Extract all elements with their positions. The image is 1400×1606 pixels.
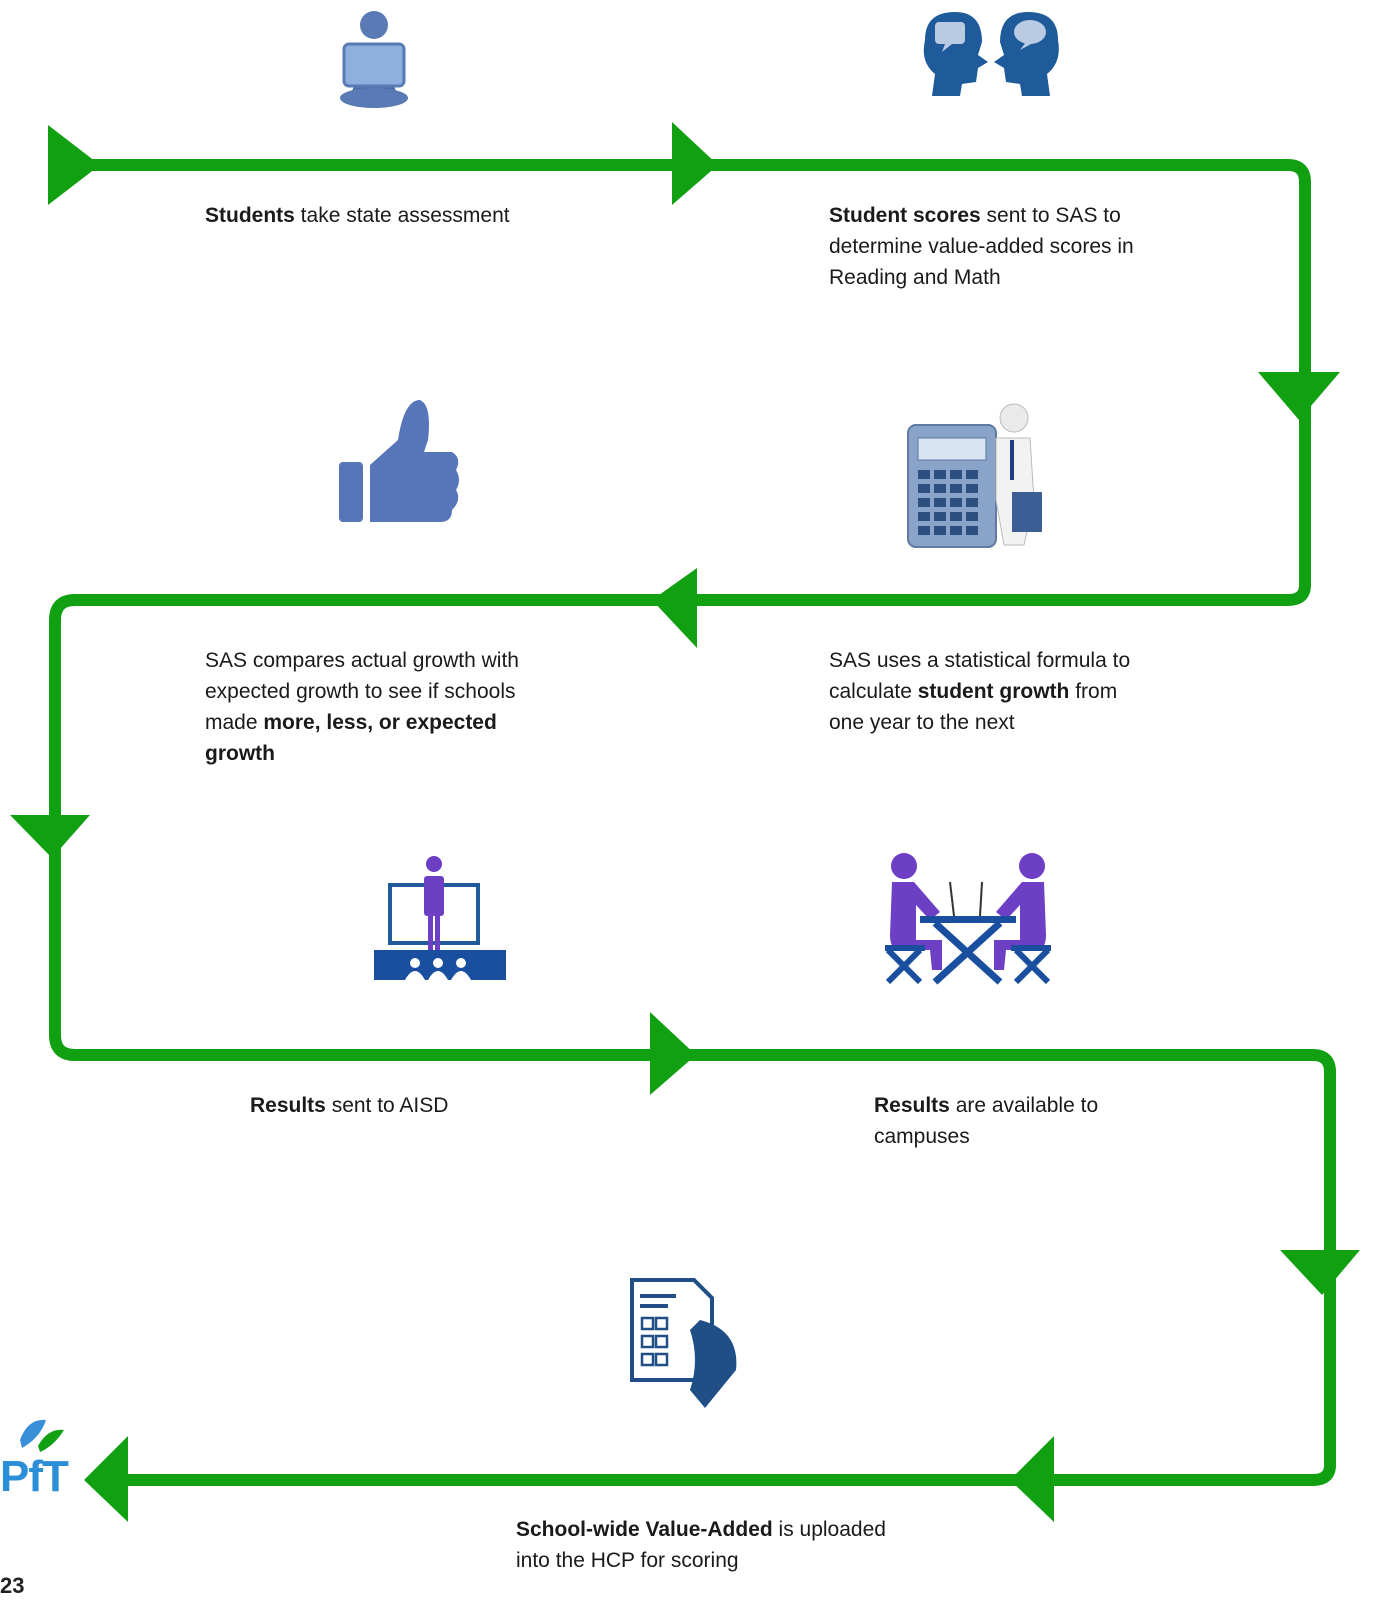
leaf-logo-icon — [20, 1419, 64, 1452]
step-6-text: Results are available to campuses — [874, 1094, 1099, 1148]
step-5-text: Results sent to AISD — [250, 1094, 449, 1117]
arrow-down-1 — [1258, 372, 1340, 420]
meeting-table-icon — [885, 853, 1051, 985]
step-2-text: Student scores sent to SAS to determine … — [829, 204, 1134, 289]
arrow-down-2 — [10, 815, 90, 858]
step-1-text: Students take state assessment — [205, 204, 510, 227]
arrow-right-1 — [672, 122, 718, 205]
logo-text: PfT — [0, 1452, 69, 1501]
arrow-left-2 — [1010, 1436, 1054, 1522]
arrow-down-3 — [1280, 1250, 1360, 1295]
step-7-text: School-wide Value-Added is uploaded into… — [516, 1518, 886, 1572]
arrow-right-2 — [650, 1012, 696, 1095]
step-4-text: SAS compares actual growth with expected… — [205, 649, 519, 765]
thumbs-up-icon — [339, 400, 459, 522]
presenter-audience-icon — [374, 856, 506, 980]
two-heads-talking-icon — [923, 12, 1059, 96]
step-3-text: SAS uses a statistical formula to calcul… — [829, 649, 1131, 734]
calculator-businessman-icon — [907, 403, 1042, 548]
end-arrow — [84, 1436, 128, 1522]
arrow-left-1 — [652, 568, 697, 648]
page-number: 23 — [0, 1573, 25, 1598]
student-laptop-icon — [340, 11, 408, 108]
start-arrow — [48, 125, 100, 205]
checklist-document-icon — [630, 1278, 737, 1408]
